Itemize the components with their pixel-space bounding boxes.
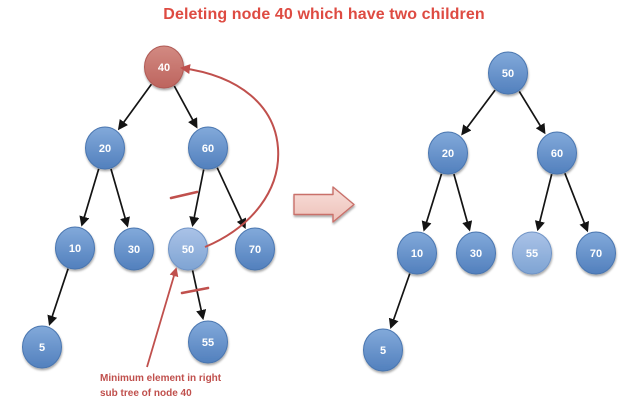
node-circle [188, 320, 228, 364]
node-label: 5 [380, 345, 386, 357]
node-circle [576, 231, 616, 275]
edge-cut-mark-1 [169, 190, 199, 200]
node-circle [22, 325, 62, 369]
node-circle [114, 227, 154, 271]
node-label: 70 [590, 248, 602, 260]
node-label: 5 [39, 342, 45, 354]
node-circle [512, 231, 552, 275]
node-circle [456, 231, 496, 275]
left-tree-node-40: 40 [144, 45, 184, 89]
left-tree-node-70: 70 [235, 227, 275, 271]
right-tree-node-10: 10 [397, 231, 437, 275]
edge-60-70 [216, 167, 246, 229]
page-title: Deleting node 40 which have two children [163, 6, 485, 23]
annotation-line-1: Minimum element in right [100, 373, 222, 384]
transform-arrow [293, 186, 355, 223]
right-tree-node-70: 70 [576, 231, 616, 275]
right-tree-node-20: 20 [428, 131, 468, 175]
left-tree-node-50: 50 [168, 227, 208, 271]
edge-20-10 [421, 173, 443, 232]
right-tree-node-60: 60 [537, 131, 577, 175]
node-circle [168, 227, 208, 271]
node-label: 50 [182, 244, 194, 256]
edge-40-60 [173, 85, 198, 129]
right-tree-node-50: 50 [488, 51, 528, 95]
node-label: 10 [69, 243, 81, 255]
edge-60-55 [534, 173, 553, 232]
node-label: 60 [202, 143, 214, 155]
node-label: 30 [470, 248, 482, 260]
edge-20-10 [79, 168, 100, 227]
left-tree-node-20: 20 [85, 126, 125, 170]
annotation-pointer-arrow [146, 267, 179, 368]
edge-40-20 [117, 83, 153, 131]
node-label: 55 [526, 248, 538, 260]
right-tree-node-30: 30 [456, 231, 496, 275]
node-label: 60 [551, 148, 563, 160]
edge-10-5 [388, 273, 411, 330]
right-tree-node-5: 5 [363, 328, 403, 372]
edge-20-30 [453, 173, 473, 232]
edge-60-70 [564, 172, 589, 233]
node-label: 10 [411, 248, 423, 260]
node-label: 55 [202, 337, 214, 349]
tree-after-deletion: 50 20 60 10 30 55 70 5 [363, 51, 616, 372]
node-circle [363, 328, 403, 372]
node-circle [537, 131, 577, 175]
node-circle [488, 51, 528, 95]
edge-10-5 [47, 268, 69, 326]
node-circle [428, 131, 468, 175]
node-circle [235, 227, 275, 271]
left-tree-node-55: 55 [188, 320, 228, 364]
left-tree-node-60: 60 [188, 126, 228, 170]
node-label: 30 [128, 244, 140, 256]
successor-to-root-arrow [180, 64, 280, 248]
edge-50-55 [191, 270, 207, 321]
left-tree-node-30: 30 [114, 227, 154, 271]
node-circle [188, 126, 228, 170]
tree-after-deletion-edges [388, 89, 589, 330]
node-circle [397, 231, 437, 275]
edge-60-50 [189, 169, 205, 228]
node-label: 20 [99, 143, 111, 155]
node-label: 40 [158, 62, 170, 74]
node-label: 20 [442, 148, 454, 160]
node-label: 70 [249, 244, 261, 256]
left-tree-node-10: 10 [55, 226, 95, 270]
annotation-line-2: sub tree of node 40 [100, 387, 192, 399]
right-tree-node-55: 55 [512, 231, 552, 275]
node-label: 50 [502, 68, 514, 80]
tree-before-deletion-edges [47, 83, 246, 326]
node-circle [85, 126, 125, 170]
left-tree-node-5: 5 [22, 325, 62, 369]
annotation-text: Minimum element in right sub tree of nod… [100, 372, 221, 401]
edge-cut-mark-2 [180, 286, 210, 295]
node-circle [55, 226, 95, 270]
edge-50-60 [518, 90, 546, 135]
edge-20-30 [110, 168, 130, 228]
edge-50-20 [461, 89, 496, 136]
